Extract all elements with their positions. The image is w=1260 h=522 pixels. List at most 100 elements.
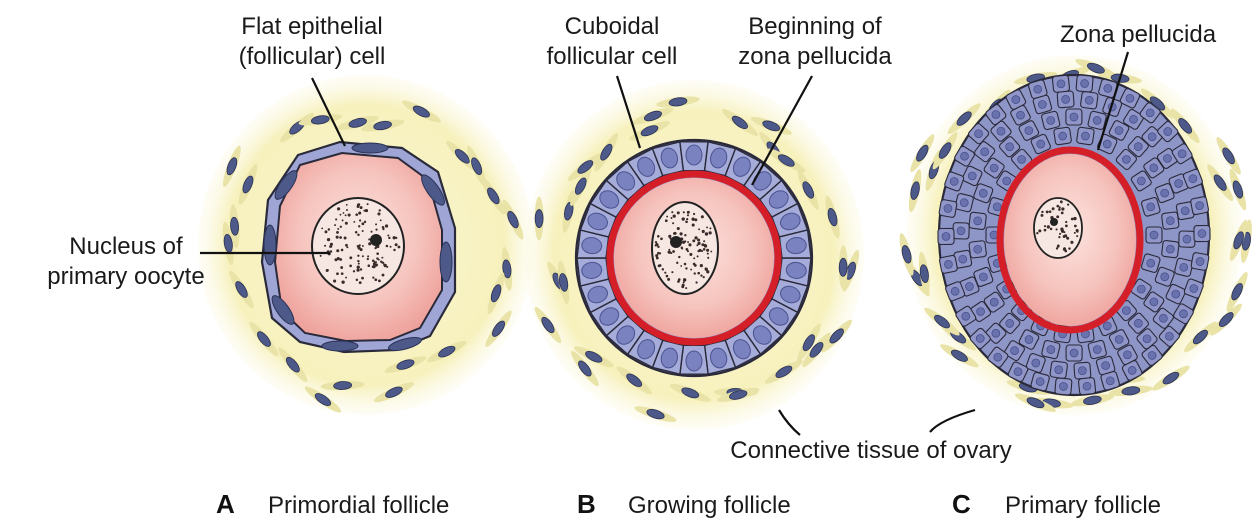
stromal-cells-a <box>222 100 524 413</box>
chromatin-dot <box>1056 215 1060 219</box>
label-flat-epithelial-line2: (follicular) cell <box>239 43 386 70</box>
granulosa-cell-nucleus <box>992 202 1002 212</box>
stromal-cell-nucleus <box>373 120 392 131</box>
stromal-cell-nucleus <box>827 207 838 227</box>
stromal-cell-nucleus <box>454 149 470 164</box>
granulosa-cell-nucleus <box>973 244 983 254</box>
stromal-cell-nucleus <box>438 345 456 358</box>
chromatin-dot <box>357 233 360 237</box>
label-beginning-zona-line2: zona pellucida <box>738 43 892 70</box>
chromatin-dot <box>1065 224 1068 228</box>
chromatin-dot <box>373 261 377 264</box>
granulosa-cell-nucleus <box>950 286 960 296</box>
granulosa-cell-nucleus <box>956 226 966 236</box>
chromatin-dot <box>696 244 699 247</box>
labels: Flat epithelial (follicular) cell Nucleu… <box>47 13 1216 464</box>
stromal-cell-nucleus <box>585 351 603 363</box>
chromatin-dot <box>706 248 710 252</box>
stromal-cell-nucleus <box>901 245 912 264</box>
label-flat-epithelial-line1: Flat epithelial <box>241 13 382 40</box>
stromal-cells-c <box>899 59 1252 412</box>
chromatin-dot <box>673 231 677 235</box>
granulosa-cell-nucleus <box>1129 115 1138 124</box>
granulosa-cell-nucleus <box>1145 108 1155 118</box>
chromatin-dot <box>329 242 333 246</box>
stromal-cell-nucleus <box>226 157 238 176</box>
granulosa-cell-nucleus <box>1010 346 1019 355</box>
chromatin-dot <box>676 226 680 231</box>
granulosa-cell-nucleus <box>1056 79 1066 89</box>
chromatin-dot <box>681 247 684 250</box>
chromatin-dot <box>679 232 683 236</box>
chromatin-dot <box>697 241 701 246</box>
chromatin-dot <box>657 251 660 255</box>
granulosa-cell-nucleus <box>1017 155 1026 164</box>
chromatin-dot <box>1076 230 1079 233</box>
stromal-cell-nucleus <box>574 177 587 195</box>
chromatin-dot <box>1036 232 1039 235</box>
chromatin-dot <box>357 259 360 263</box>
chromatin-dot <box>1045 210 1049 214</box>
chromatin-b <box>654 210 713 290</box>
nucleolus-c <box>1050 218 1058 226</box>
stromal-cell-nucleus <box>235 281 248 298</box>
chromatin-dot <box>1046 225 1051 229</box>
stromal-cell-nucleus <box>681 387 700 399</box>
chromatin-dot <box>377 212 381 216</box>
chromatin-dot <box>668 248 671 251</box>
chromatin-dot <box>344 214 347 217</box>
chromatin-dot <box>1070 240 1074 244</box>
label-connective-tissue: Connective tissue of ovary <box>730 437 1011 464</box>
granulosa-cell-nucleus <box>1005 319 1015 328</box>
chromatin-dot <box>347 213 351 217</box>
cuboidal-cell-nucleus <box>616 325 636 345</box>
chromatin-dot <box>336 249 340 253</box>
stromal-cell-nucleus <box>600 143 613 161</box>
stromal-cell-nucleus <box>668 97 688 107</box>
chromatin-dot <box>377 258 380 261</box>
stromal-cell-nucleus <box>1083 395 1102 405</box>
chromatin-dot <box>1049 227 1053 231</box>
chromatin-dot <box>700 215 704 219</box>
granulosa-cell-nucleus <box>1147 132 1157 142</box>
granulosa-cell-nucleus <box>965 282 974 291</box>
chromatin-dot <box>671 271 674 274</box>
granulosa-cell-nucleus <box>1033 84 1043 94</box>
chromatin-dot <box>364 208 369 213</box>
granulosa-cell-nucleus <box>1195 201 1204 210</box>
granulosa-cell-nucleus <box>1092 345 1102 354</box>
chromatin-dot <box>706 270 710 274</box>
cuboidal-cell-nucleus <box>732 156 751 177</box>
chromatin-dot <box>688 243 692 247</box>
chromatin-dot <box>329 250 333 253</box>
panel-a-primordial-follicle <box>198 75 534 415</box>
stromal-cell-nucleus <box>471 157 483 176</box>
chromatin-dot <box>384 224 389 228</box>
chromatin-dot <box>342 212 345 214</box>
cuboidal-cell-nucleus <box>587 285 608 304</box>
chromatin-dot <box>1060 229 1065 233</box>
cuboidal-cell-nucleus <box>660 147 678 169</box>
granulosa-cell-nucleus <box>1160 188 1170 198</box>
stromal-cell-nucleus <box>1121 386 1141 396</box>
stromal-cell-nucleus <box>1026 397 1045 409</box>
chromatin-dot <box>381 225 385 229</box>
granulosa-cell-nucleus <box>1165 216 1175 226</box>
chromatin-dot <box>657 264 661 268</box>
chromatin-dot <box>333 279 337 283</box>
chromatin-dot <box>357 254 360 257</box>
stromal-cell-nucleus <box>777 154 795 167</box>
chromatin-dot <box>687 241 689 244</box>
chromatin-dot <box>701 229 705 234</box>
stromal-cell-nucleus <box>558 273 569 292</box>
chromatin-c <box>1036 200 1079 253</box>
cuboidal-cell-nucleus <box>785 237 807 255</box>
granulosa-cell-nucleus <box>1134 318 1143 328</box>
chromatin-dot <box>687 210 690 213</box>
chromatin-dot <box>1060 211 1064 215</box>
chromatin-dot <box>375 228 378 231</box>
granulosa-cell-nucleus <box>1024 335 1034 344</box>
zona-pellucida-b <box>606 170 782 346</box>
granulosa-cell-nucleus <box>1127 366 1137 375</box>
granulosa-cell-nucleus <box>1195 257 1205 266</box>
